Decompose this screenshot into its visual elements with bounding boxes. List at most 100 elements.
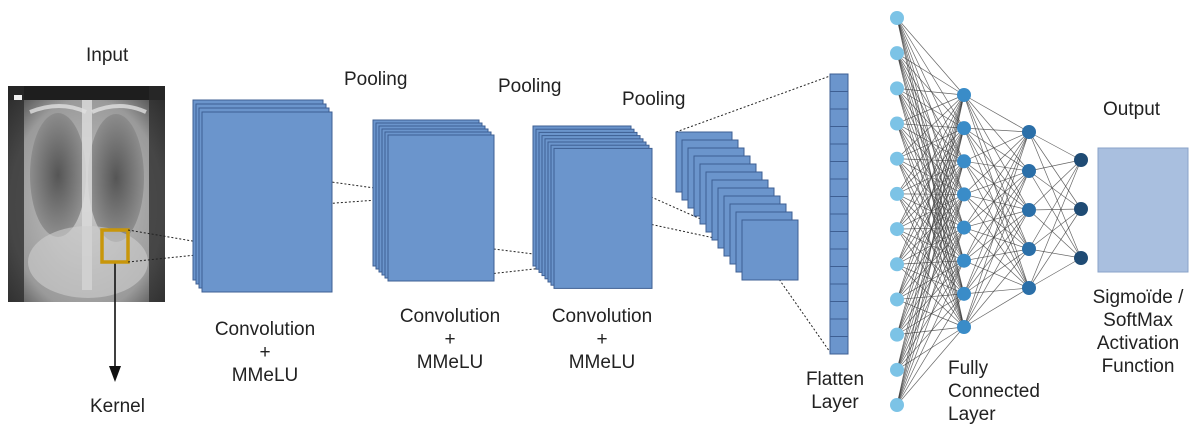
input-neuron-11 [890,362,904,377]
feature-map-stack-2 [372,119,495,282]
connection-edge [896,326,965,371]
connection-edge [963,94,1030,133]
input-neuron-5 [890,151,904,166]
connection-edge [896,88,965,162]
feature-map-4-12 [741,219,799,281]
connection-edge [896,161,965,230]
connection-edge [896,94,965,124]
connection-edge [1028,208,1082,250]
connection-edge [896,123,965,129]
connection-edge [896,123,965,261]
connection-edge [896,228,965,262]
activation-label-line-1: Sigmoïde / [1092,287,1184,308]
input-neuron-2 [890,46,904,61]
connection-edge [896,94,965,300]
connection-edge [896,94,965,265]
connection-edge [896,123,965,162]
flatten-unit-8 [829,196,849,215]
flatten-label-line-2: Layer [811,392,859,413]
connection-edge [963,131,1030,328]
connection-edge [896,53,965,195]
connection-edge [963,170,1030,328]
activation-label-line-2: SoftMax [1103,310,1173,331]
connection-edge [896,193,965,195]
connection-edge [896,127,965,230]
hidden1-neuron-4 [957,187,971,202]
flatten-unit-12 [829,266,849,285]
conv-label-3-line-1: Convolution [551,306,653,327]
hidden1-neuron-8 [957,320,971,334]
connection-edge [896,193,965,261]
feature-map-stack-3 [532,125,653,289]
flatten-unit-16 [829,336,849,355]
connection-edge [896,227,965,335]
fc-label-line-2: Connected [948,381,1040,402]
connection-edge [1028,159,1082,250]
connection-edge [896,88,965,195]
flatten-unit-11 [829,248,849,267]
connection-edge [896,88,965,129]
connection-edge [896,227,965,265]
connection-edge [963,128,1030,289]
connection-edge [896,160,965,195]
dense-connections [896,17,1082,406]
connection-edge [896,123,965,294]
hidden1-neuron-3 [957,154,971,169]
input-neuron-10 [890,327,904,342]
output-label: Output [1103,99,1161,120]
connection-edge [896,158,965,228]
connection-edge [963,131,1030,294]
connection-edge [896,53,965,294]
connection-edge [896,17,965,129]
connection-edge [963,194,1030,289]
connection-edge [1028,208,1082,289]
connection-edge [896,94,965,370]
flatten-unit-10 [829,231,849,250]
connection-edge [963,170,1030,195]
activation-label-line-3: Activation [1096,333,1180,354]
connection-edge [1028,208,1082,211]
hidden2-neuron-2 [1022,164,1036,178]
connection-edge [1028,159,1082,211]
connection-edge [963,94,1030,172]
connection-edge [963,170,1030,228]
connection-edge [896,127,965,195]
connection-edge [896,194,965,406]
conv-label-2-line-3: MMeLU [416,352,484,373]
activation-label-line-4: Function [1101,356,1175,377]
connection-edge [896,263,965,295]
connection-edge [896,293,965,335]
hidden1-neuron-2 [957,121,971,136]
flatten-unit-14 [829,301,849,320]
flatten-unit-5 [829,143,849,162]
flatten-unit-4 [829,126,849,145]
connection-edge [963,194,1030,250]
connection-edge [896,17,965,162]
connection-edge [896,94,965,230]
connection-edge [963,248,1030,262]
connection-edge [896,158,965,162]
connection-edge [896,193,965,328]
connection-edge [896,227,965,300]
connection-edge [896,193,965,228]
connection-edge [963,248,1030,328]
connection-edge [896,88,965,328]
conv-label-3-line-2: + [596,329,608,350]
output-neuron-3 [1074,251,1088,265]
connection-edge [963,131,1030,195]
feature-map-stack-1 [192,99,333,293]
conv-label-1-line-1: Convolution [214,319,316,340]
connection-edge [896,158,965,295]
connection-edge [963,94,1030,289]
connection-edge [963,227,1030,250]
conv-label-3-line-3: MMeLU [568,352,636,373]
connection-edge [896,88,965,261]
connection-edge [1028,131,1082,259]
input-neuron-8 [890,257,904,272]
connection-edge [896,264,965,328]
input-neuron-4 [890,116,904,131]
input-neuron-12 [890,398,904,412]
hidden2-neuron-4 [1022,242,1036,256]
fc-label-line-3: Layer [948,404,996,425]
